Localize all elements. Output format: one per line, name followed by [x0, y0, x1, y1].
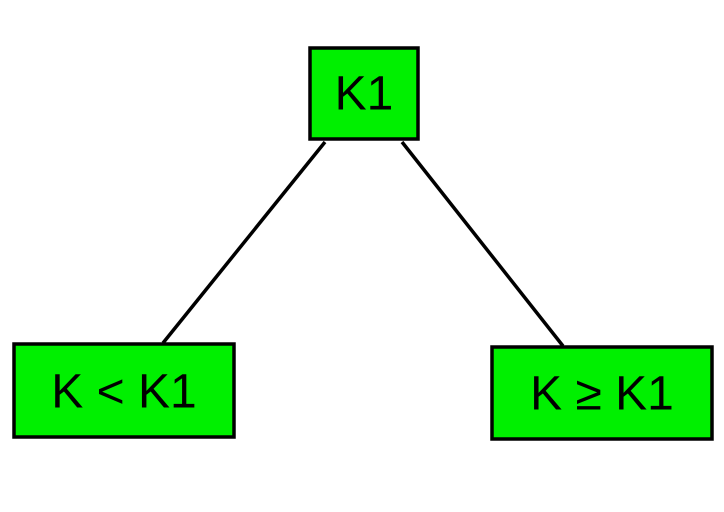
node-right: K ≥ K1 [490, 345, 714, 441]
node-left-label: K < K1 [51, 366, 196, 419]
node-root-box [308, 46, 420, 141]
node-root-label: K1 [335, 68, 394, 121]
node-root: K1 [308, 46, 420, 141]
node-right-box [490, 345, 714, 441]
node-left: K < K1 [12, 342, 236, 439]
node-right-label: K ≥ K1 [530, 368, 674, 421]
edge-root-to-right [400, 140, 565, 348]
edge-root-to-left [161, 140, 327, 345]
node-left-box [12, 342, 236, 439]
